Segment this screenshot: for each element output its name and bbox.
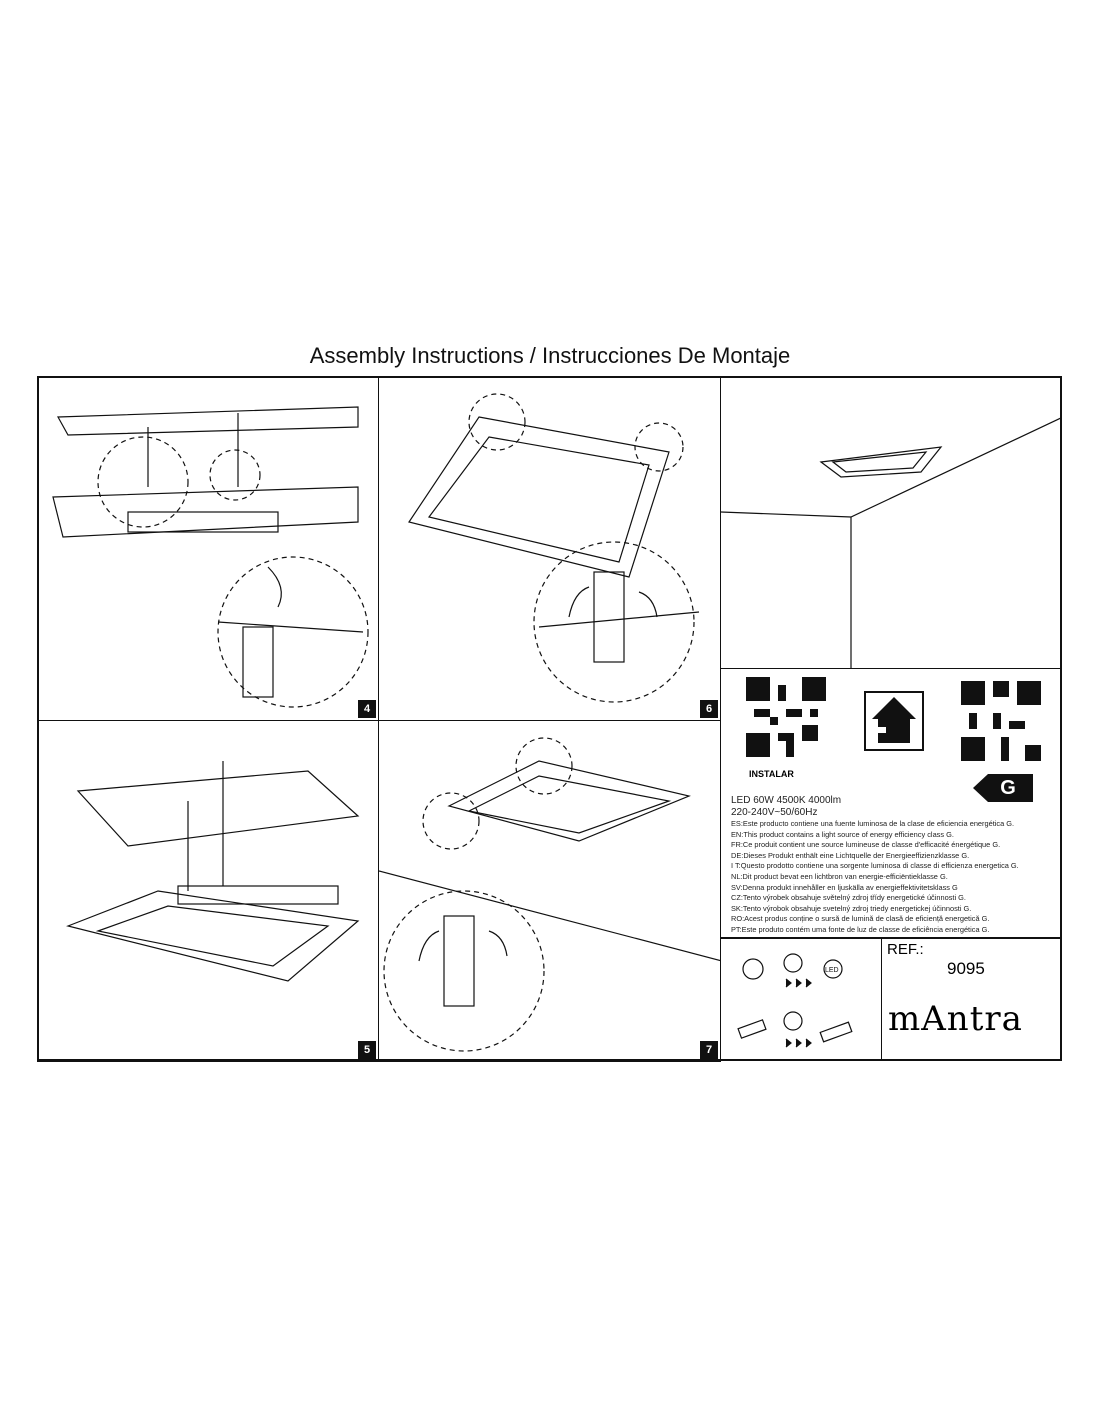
step-number: 4 bbox=[358, 700, 376, 718]
energy-text-it: I T:Questo prodotto contiene una sorgent… bbox=[731, 861, 1019, 871]
svg-text:LED: LED bbox=[825, 967, 839, 974]
energy-text-de: DE:Dieses Produkt enthält eine Lichtquel… bbox=[731, 850, 970, 860]
step-number: 6 bbox=[700, 700, 718, 718]
spec-voltage: 220-240V~50/60Hz bbox=[731, 807, 818, 818]
brand-logo: mAntra bbox=[888, 999, 1023, 1039]
spec-power: LED 60W 4500K 4000lm bbox=[731, 795, 842, 806]
energy-text-sv: SV:Denna produkt innehåller en ljuskälla… bbox=[731, 882, 958, 892]
specs-text: LED 60W 4500K 4000lm 220-240V~50/60Hz ES… bbox=[731, 795, 1019, 936]
energy-text-pt: PT:Este produto contém uma fonte de luz … bbox=[731, 924, 990, 934]
energy-text-ro: RO:Acest produs conține o sursă de lumin… bbox=[731, 914, 990, 924]
ref-label: REF.: bbox=[887, 941, 924, 958]
indoor-use-icon bbox=[864, 691, 924, 751]
led-recycling-icons: LED bbox=[737, 953, 853, 1048]
disposal-icons: LED bbox=[720, 938, 882, 1061]
energy-text-cz: CZ:Tento výrobek obsahuje světelný zdroj… bbox=[731, 893, 966, 903]
page-title: Assembly Instructions / Instrucciones De… bbox=[309, 343, 791, 368]
step-6-panel: 6 bbox=[378, 376, 721, 721]
step-7-panel: 7 bbox=[378, 720, 721, 1062]
ref-number: 9095 bbox=[947, 959, 985, 978]
install-video-label: INSTALAR bbox=[749, 769, 794, 779]
qr-code-install[interactable] bbox=[746, 677, 826, 757]
reference-box: REF.: 9095 mAntra bbox=[881, 938, 1062, 1061]
step-number: 7 bbox=[700, 1041, 718, 1059]
installed-view-panel bbox=[720, 376, 1062, 669]
energy-text-nl: NL:Dit product bevat een lichtbron van e… bbox=[731, 871, 948, 881]
energy-text-fr: FR:Ce produit contient une source lumine… bbox=[731, 840, 1001, 850]
product-info: INSTALAR G LED 60W 4500K 4000lm 220-240V… bbox=[720, 668, 1062, 938]
ceiling-illustration bbox=[721, 417, 1061, 668]
qr-code-product[interactable] bbox=[961, 681, 1041, 761]
step-4-panel: 4 bbox=[37, 376, 379, 721]
step-number: 5 bbox=[358, 1041, 376, 1059]
energy-text-es: ES:Este producto contiene una fuente lum… bbox=[731, 819, 1015, 828]
step-5-illustration bbox=[66, 761, 360, 982]
step-4-illustration bbox=[52, 406, 369, 708]
step-6-illustration bbox=[408, 393, 700, 703]
energy-class-badge: G bbox=[973, 774, 1033, 802]
energy-text-en: EN:This product contains a light source … bbox=[731, 829, 954, 839]
step-5-panel: 5 bbox=[37, 720, 379, 1062]
step-7-illustration bbox=[379, 737, 720, 1052]
energy-text-sk: SK:Tento výrobok obsahuje svetelný zdroj… bbox=[731, 903, 972, 913]
